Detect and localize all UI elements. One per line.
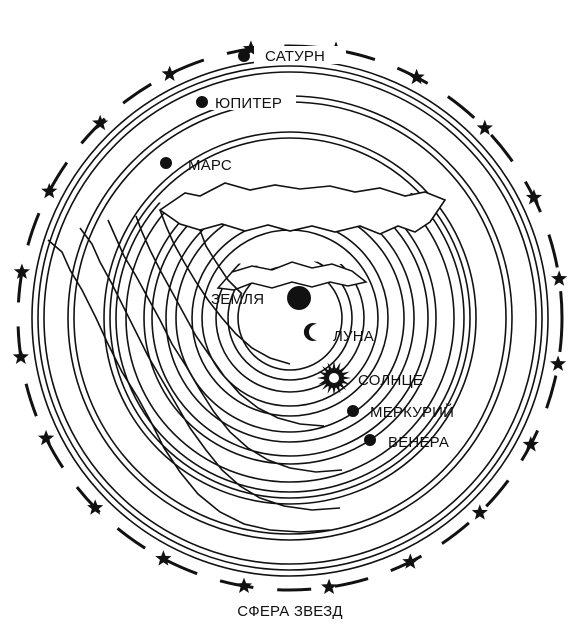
star-icon [41,183,57,198]
orbit-jupiter [68,96,512,540]
torn-lid-edge [160,183,445,234]
star-icon [550,356,566,371]
venus-icon [364,434,376,446]
star-icon [523,436,539,451]
venus-label: ВЕНЕРА [388,434,449,451]
mars-label: МАРС [188,157,232,174]
star-icon [236,578,252,593]
mercury-label: МЕРКУРИЙ [370,403,454,421]
mars-icon [160,157,172,169]
orbit-sun [176,204,404,432]
saturn-label: САТУРН [265,48,325,65]
star-icon [472,504,488,519]
jupiter-icon [196,96,208,108]
star-icon [402,553,418,568]
caption-label: СФЕРА ЗВЕЗД [237,603,343,620]
sun-icon [317,361,351,395]
orbit-outer-2 [38,66,542,570]
star-icon [551,270,567,285]
star-icon [321,579,337,594]
sun-label: СОЛНЦЕ [358,372,423,389]
orbit-jupiter-inner [74,102,506,534]
mercury-icon [347,405,359,417]
saturn-icon [238,50,250,62]
moon-label: ЛУНА [333,328,374,345]
star-icon [38,430,54,445]
planet-shells [68,96,512,540]
orbit-saturn [44,72,536,564]
sun-ray [343,376,351,379]
star-icon [477,120,493,135]
star-icon [526,189,542,204]
earth-icon [287,286,311,310]
jupiter-label: ЮПИТЕР [215,95,282,112]
earth-label: ЗЕМЛЯ [211,291,264,308]
star-icon [162,66,178,81]
star-icon [13,349,29,364]
sun-ray [317,376,325,379]
moon-icon [304,323,317,341]
